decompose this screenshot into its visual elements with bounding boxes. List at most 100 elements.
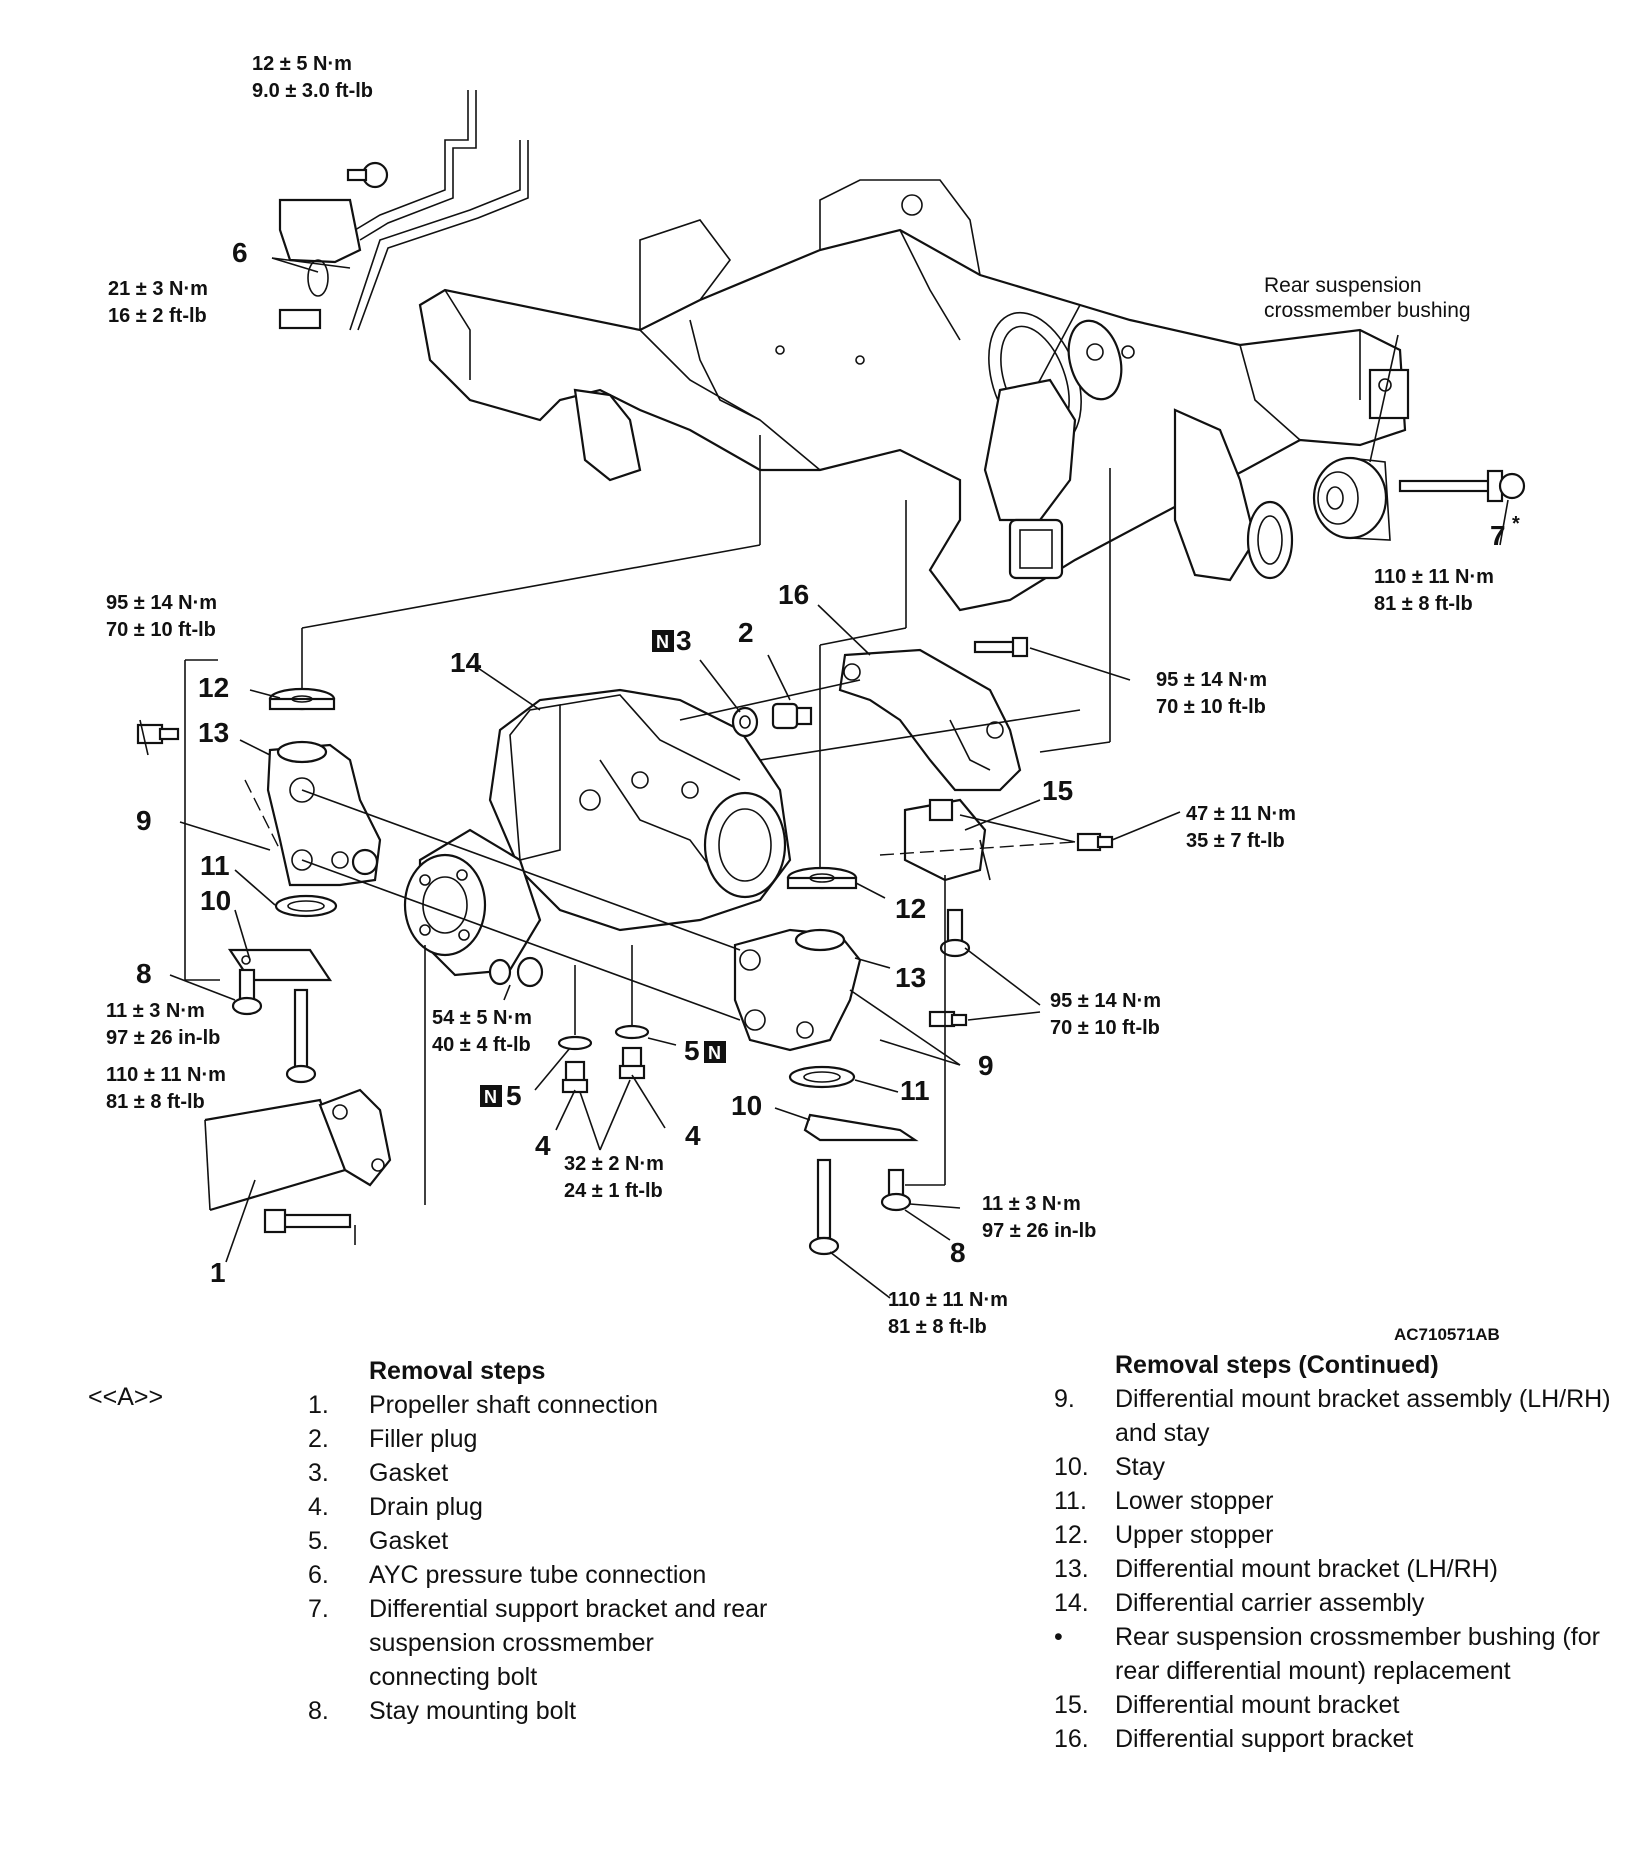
support-bracket-bolt [973, 636, 1029, 658]
step-text: Stay mounting bolt [369, 1697, 577, 1725]
torque-right-mid-nm: 95 ± 14 N·m [1050, 990, 1161, 1012]
torque-tube-bracket-ftlb: 9.0 ± 3.0 ft-lb [252, 80, 373, 102]
step-number: 10. [1054, 1453, 1089, 1481]
torque-left-long-nm: 110 ± 11 N·m [106, 1064, 226, 1086]
torque-support-bracket-ftlb: 70 ± 10 ft-lb [1156, 696, 1266, 718]
mount-bracket-15-bolt [1076, 832, 1114, 852]
list-item: 12.Upper stopper [1054, 1518, 1614, 1552]
step-text: Rear suspension crossmember bushing (for… [1115, 1623, 1600, 1685]
new-part-badge-5-left: N [480, 1085, 502, 1107]
list-item: 10. Stay [1054, 1450, 1614, 1484]
leader-lines [139, 257, 1509, 1299]
callout-12-left: 12 [198, 672, 229, 703]
new-part-badge-5-right: N [704, 1041, 726, 1063]
callout-10-right: 10 [731, 1090, 762, 1121]
step-number: 7. [308, 1595, 329, 1623]
callout-7: 7 [1490, 520, 1506, 551]
callout-2: 2 [738, 617, 754, 648]
list-item: 1. Propeller shaft connection [308, 1388, 768, 1422]
shaft-nuts [488, 956, 544, 988]
torque-right-stay-inlb: 97 ± 26 in-lb [982, 1220, 1096, 1242]
list-item: 7. Differential support bracket and rear … [308, 1592, 768, 1694]
step-text: Stay [1115, 1453, 1166, 1481]
step-text: Propeller shaft connection [369, 1391, 659, 1419]
step-text: Differential mount bracket (LH/RH) [1115, 1555, 1499, 1583]
step-number: 3. [308, 1459, 329, 1487]
torque-shaft-ftlb: 40 ± 4 ft-lb [432, 1034, 531, 1056]
svg-text:N: N [656, 632, 669, 652]
step-number: 12. [1054, 1521, 1089, 1549]
callout-7-asterisk: * [1512, 513, 1520, 535]
step-number: 9. [1054, 1385, 1075, 1413]
drain-plug-right [614, 1024, 650, 1080]
step-number: 8. [308, 1697, 329, 1725]
propeller-shaft [204, 1088, 392, 1234]
step-number: 6. [308, 1561, 329, 1589]
step-text: Differential mount bracket assembly (LH/… [1115, 1385, 1611, 1447]
torque-tube-bracket-nm: 12 ± 5 N·m [252, 53, 352, 75]
right-lower-stopper [788, 1065, 856, 1089]
step-number: 16. [1054, 1725, 1089, 1753]
step-number: 13. [1054, 1555, 1089, 1583]
callout-11-left: 11 [200, 850, 230, 881]
torque-right-long-nm: 110 ± 11 N·m [888, 1289, 1008, 1311]
torque-left-long-ftlb: 81 ± 8 ft-lb [106, 1091, 205, 1113]
ayc-pressure-tubes [278, 90, 529, 331]
callout-5-left: 5 [506, 1080, 522, 1111]
callout-16: 16 [778, 579, 809, 610]
removal-steps-continued: Removal steps (Continued) 9. Differential… [1054, 1348, 1614, 1756]
right-long-bolt [808, 1158, 840, 1256]
step-text: Filler plug [369, 1425, 478, 1453]
step-text: Differential support bracket and rear su… [369, 1595, 768, 1691]
list-item: 2. Filler plug [308, 1422, 768, 1456]
step-number: 11. [1054, 1487, 1087, 1515]
list-item: 14.Differential carrier assembly [1054, 1586, 1614, 1620]
torque-drain-nm: 32 ± 2 N·m [564, 1153, 664, 1175]
drain-plug-left [557, 1035, 593, 1094]
filler-plug [771, 702, 813, 730]
step-number: 1. [308, 1391, 329, 1419]
differential-support-bracket [838, 648, 1022, 792]
list-item: 11. Lower stopper [1054, 1484, 1614, 1518]
torque-tube-clamp-ftlb: 16 ± 2 ft-lb [108, 305, 207, 327]
list-item: 4.Drain plug [308, 1490, 768, 1524]
callout-13-left: 13 [198, 717, 229, 748]
left-lower-stopper [274, 894, 338, 918]
callout-12-right: 12 [895, 893, 926, 924]
torque-tube-clamp-nm: 21 ± 3 N·m [108, 278, 208, 300]
callout-3: 3 [676, 625, 692, 656]
list-item: 9. Differential mount bracket assembly (L… [1054, 1382, 1614, 1450]
callout-15: 15 [1042, 775, 1073, 806]
step-text: Differential mount bracket [1115, 1691, 1400, 1719]
callout-11-right: 11 [900, 1075, 930, 1106]
callout-1: 1 [210, 1257, 226, 1288]
new-part-badges: N N N [480, 630, 726, 1107]
removal-steps-continued-list: 9. Differential mount bracket assembly (L… [1054, 1382, 1614, 1756]
new-part-badge-3: N [652, 630, 674, 652]
callout-14: 14 [450, 647, 482, 678]
torque-left-upper-nm: 95 ± 14 N·m [106, 592, 217, 614]
torque-specs: 12 ± 5 N·m 9.0 ± 3.0 ft-lb 21 ± 3 N·m 16… [106, 53, 1494, 1338]
step-text: Lower stopper [1115, 1487, 1274, 1515]
svg-text:N: N [708, 1043, 721, 1063]
callout-numbers: 1 2 3 4 4 5 5 6 7 * 8 8 9 9 10 10 11 11 … [136, 237, 1520, 1288]
left-mount-bracket [266, 740, 382, 887]
callout-9-right: 9 [978, 1050, 994, 1081]
torque-mount-bracket15-nm: 47 ± 11 N·m [1186, 803, 1296, 825]
torque-left-upper-ftlb: 70 ± 10 ft-lb [106, 619, 216, 641]
left-long-bolt [285, 988, 317, 1084]
removal-steps-continued-title: Removal steps (Continued) [1115, 1351, 1439, 1379]
left-upper-stopper [268, 687, 336, 711]
left-stay-bolt [231, 968, 263, 1016]
removal-steps-list: 1. Propeller shaft connection 2. Filler pl… [308, 1388, 768, 1728]
callout-8-left: 8 [136, 958, 152, 989]
list-item: 8. Stay mounting bolt [308, 1694, 768, 1728]
step-number: 2. [308, 1425, 329, 1453]
figure-code: AC710571AB [1394, 1325, 1500, 1344]
removal-steps: Removal steps 1.Propeller shaft connecti… [308, 1354, 768, 1728]
torque-shaft-nm: 54 ± 5 N·m [432, 1007, 532, 1029]
bushing-label-line2: crossmember bushing [1264, 299, 1471, 322]
list-item: 13. Differential mount bracket (LH/RH) [1054, 1552, 1614, 1586]
list-item: 6.AYC pressure tube connection [308, 1558, 768, 1592]
right-stay [803, 1113, 919, 1142]
